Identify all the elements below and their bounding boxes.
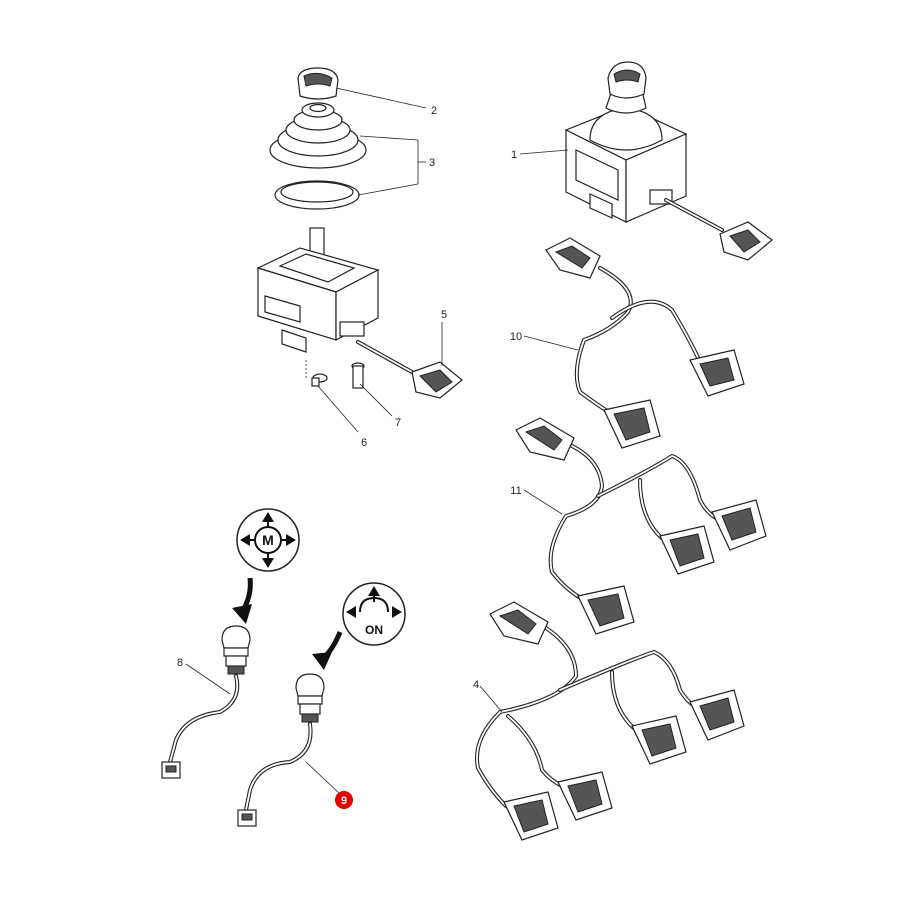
assembled-joystick: [564, 61, 688, 223]
push-button-9: [237, 673, 325, 827]
harness-10: [545, 237, 745, 449]
leader-lines: [185, 87, 579, 795]
rubber-gaiter: [269, 102, 367, 169]
callout-10: 10: [510, 331, 522, 343]
harness-11: [515, 417, 767, 635]
callout-numbers: 2 3 1 5 6 7 10 11 4 8 9: [177, 105, 522, 809]
callout-6: 6: [361, 437, 367, 449]
callout-1: 1: [511, 149, 517, 161]
bolt-7: [351, 362, 365, 389]
callout-4: 4: [473, 679, 479, 691]
callout-11: 11: [510, 485, 521, 497]
mode-letter: M: [262, 532, 274, 548]
joystick-base: [256, 247, 380, 353]
connector-1: [719, 221, 773, 261]
callout-3: 3: [429, 157, 435, 169]
mode-symbol: M: [236, 508, 300, 572]
on-symbol: ON: [342, 582, 406, 646]
callout-9: 9: [341, 795, 347, 807]
callout-2: 2: [431, 105, 437, 117]
connector-5: [411, 361, 463, 399]
screw-6: [311, 373, 328, 387]
seal-ring: [274, 180, 360, 210]
callout-9-badge: [335, 791, 353, 809]
on-label: ON: [365, 623, 383, 637]
harness-4: [475, 601, 745, 841]
callout-8: 8: [177, 657, 183, 669]
push-button-8: [161, 625, 251, 779]
callout-5: 5: [441, 309, 447, 321]
callout-7: 7: [395, 417, 401, 429]
joystick-knob: [297, 67, 339, 100]
exploded-joystick: [256, 67, 463, 399]
